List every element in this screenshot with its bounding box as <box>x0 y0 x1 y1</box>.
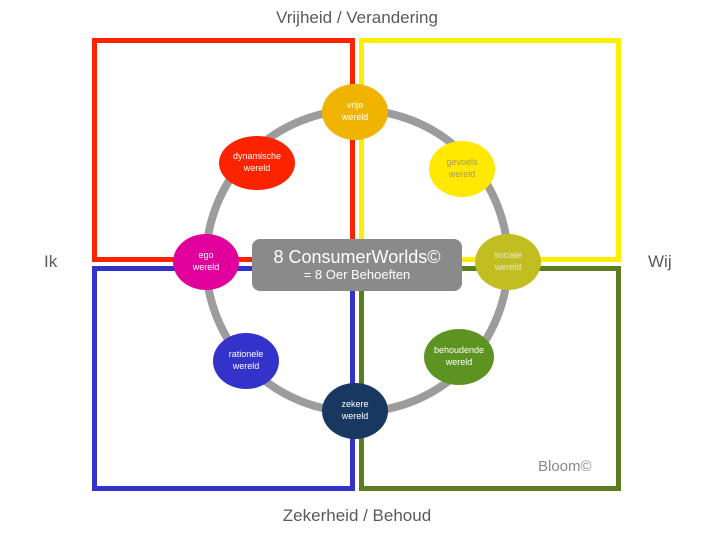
world-label-gevoels: gevoels wereld <box>446 157 478 179</box>
world-ellipse-gevoels: gevoels wereld <box>429 141 495 197</box>
center-title: 8 ConsumerWorlds© <box>273 247 441 268</box>
world-label-ego: ego wereld <box>192 250 220 272</box>
world-label-dynamische: dynamische wereld <box>232 151 282 173</box>
world-ellipse-rationele: rationele wereld <box>213 333 279 389</box>
axis-label-bottom: Zekerheid / Behoud <box>282 506 432 525</box>
world-ellipse-vrije: vrije wereld <box>322 84 388 140</box>
axis-label-left: Ik <box>44 252 58 271</box>
axis-label-top: Vrijheid / Verandering <box>276 8 438 27</box>
credit-label: Bloom© <box>538 458 592 475</box>
world-ellipse-zekere: zekere wereld <box>322 383 388 439</box>
center-subtitle: = 8 Oer Behoeften <box>303 266 411 282</box>
world-label-behoudende: behoudende wereld <box>433 345 485 367</box>
axis-label-right: Wij <box>648 252 672 271</box>
world-ellipse-sociale: sociale wereld <box>475 234 541 290</box>
world-ellipse-ego: ego wereld <box>173 234 239 290</box>
world-label-vrije: vrije wereld <box>341 100 369 122</box>
world-ellipse-dynamische: dynamische wereld <box>219 136 295 190</box>
world-label-rationele: rationele wereld <box>228 349 264 371</box>
world-ellipse-behoudende: behoudende wereld <box>424 329 494 385</box>
world-label-zekere: zekere wereld <box>341 399 369 421</box>
center-title-box: 8 ConsumerWorlds© = 8 Oer Behoeften <box>252 239 462 291</box>
world-label-sociale: sociale wereld <box>493 250 522 272</box>
